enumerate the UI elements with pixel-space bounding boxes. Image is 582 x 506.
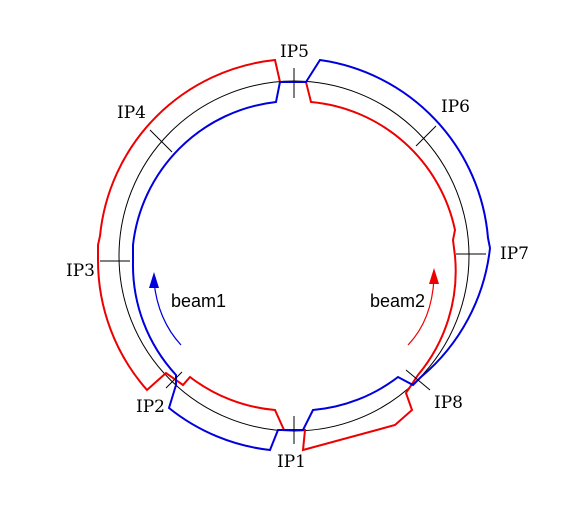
ip6-tick	[415, 125, 437, 147]
ip1-label: IP1	[277, 452, 306, 472]
ip6-label: IP6	[441, 97, 470, 117]
beam1-arrowhead-icon	[149, 272, 159, 288]
ip5-label: IP5	[280, 42, 309, 62]
ip3-label: IP3	[66, 261, 95, 281]
beam2-label: beam2	[370, 291, 425, 311]
ip8-tick	[405, 369, 431, 391]
beam1-ring-path	[131, 58, 492, 452]
ip7-label: IP7	[500, 244, 529, 264]
ip8-label: IP8	[434, 393, 463, 413]
beam2-ring-path	[96, 58, 457, 452]
beam1-direction-arrow	[153, 281, 182, 346]
beam2-arrowhead-icon	[429, 268, 439, 284]
beam2-direction-arrow	[407, 277, 435, 346]
ip2-label: IP2	[136, 397, 165, 417]
beam1-label: beam1	[171, 291, 226, 311]
ip4-tick	[149, 129, 173, 153]
ip2-tick	[165, 371, 183, 389]
ip4-label: IP4	[117, 103, 146, 123]
ip-tick-marks	[100, 68, 486, 444]
